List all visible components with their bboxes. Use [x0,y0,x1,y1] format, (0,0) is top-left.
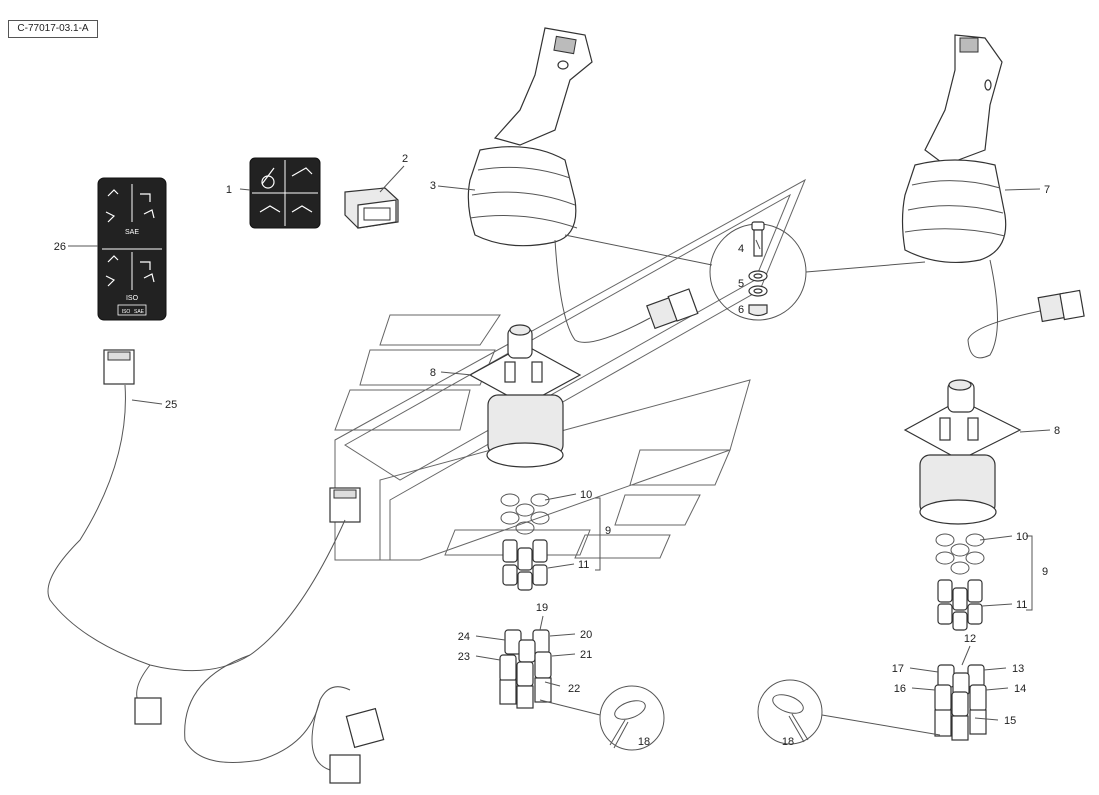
callout-6: 6 [738,304,744,316]
callout-18-right: 18 [782,736,794,748]
plungers-right [937,579,983,631]
nut [748,304,768,317]
callout-3: 3 [430,180,436,192]
callout-25: 25 [165,399,177,411]
callout-4: 4 [738,243,744,255]
joystick-right [901,34,1085,359]
fastener-detail-circle [564,221,926,321]
callout-18-left: 18 [638,736,650,748]
wiring-harness [47,349,385,784]
fittings-right [934,664,987,741]
callout-26: 26 [54,241,66,253]
decal-small-sae: SAE [134,309,145,315]
callout-1: 1 [226,184,232,196]
watermark-logo [334,178,807,561]
callout-13: 13 [1012,663,1024,675]
o-rings-left [500,493,550,535]
bolt-head [751,221,765,231]
decal-small-iso: ISO [122,309,131,315]
callout-7: 7 [1044,184,1050,196]
callout-14: 14 [1014,683,1026,695]
callout-16: 16 [894,683,906,695]
pilot-valve-right [903,379,1022,525]
callout-10-left: 10 [580,489,592,501]
leader-lines [68,165,1051,721]
pilot-valve-left [468,324,582,468]
callout-10-right: 10 [1016,531,1028,543]
connector-right-joystick [1037,289,1085,323]
switch-decal [249,157,321,229]
callout-labels: 1 2 3 4 5 6 7 8 8 9 9 10 10 11 11 12 13 … [54,153,1060,748]
callout-5: 5 [738,278,744,290]
bolt-shaft [753,229,763,257]
callout-2: 2 [402,153,408,165]
plungers-left [502,539,548,591]
callout-15: 15 [1004,715,1016,727]
callout-8-right: 8 [1054,425,1060,437]
joystick-left [467,27,699,343]
callout-21: 21 [580,649,592,661]
o-rings-right [935,533,985,575]
callout-8-left: 8 [430,367,436,379]
cable-tie-left [539,685,665,751]
callout-11-right: 11 [1016,599,1027,611]
callout-19: 19 [536,602,548,614]
callout-9-left: 9 [605,525,611,537]
fittings-left [499,629,552,709]
connector-left-joystick [646,288,699,330]
callout-9-right: 9 [1042,566,1048,578]
callout-17: 17 [892,663,904,675]
callout-22: 22 [568,683,580,695]
drawing-code: C-77017-03.1-A [8,20,98,38]
cable-tie-right [757,679,941,745]
rocker-switch [344,187,399,229]
callout-11-left: 11 [578,559,589,571]
callout-24: 24 [458,631,470,643]
decal-iso-label: ISO [126,295,139,302]
callout-20: 20 [580,629,592,641]
callout-12: 12 [964,633,976,645]
decal-pattern-sticker: SAE ISO ISO SAE [97,177,167,321]
callout-23: 23 [458,651,470,663]
decal-sae-label: SAE [125,229,139,236]
